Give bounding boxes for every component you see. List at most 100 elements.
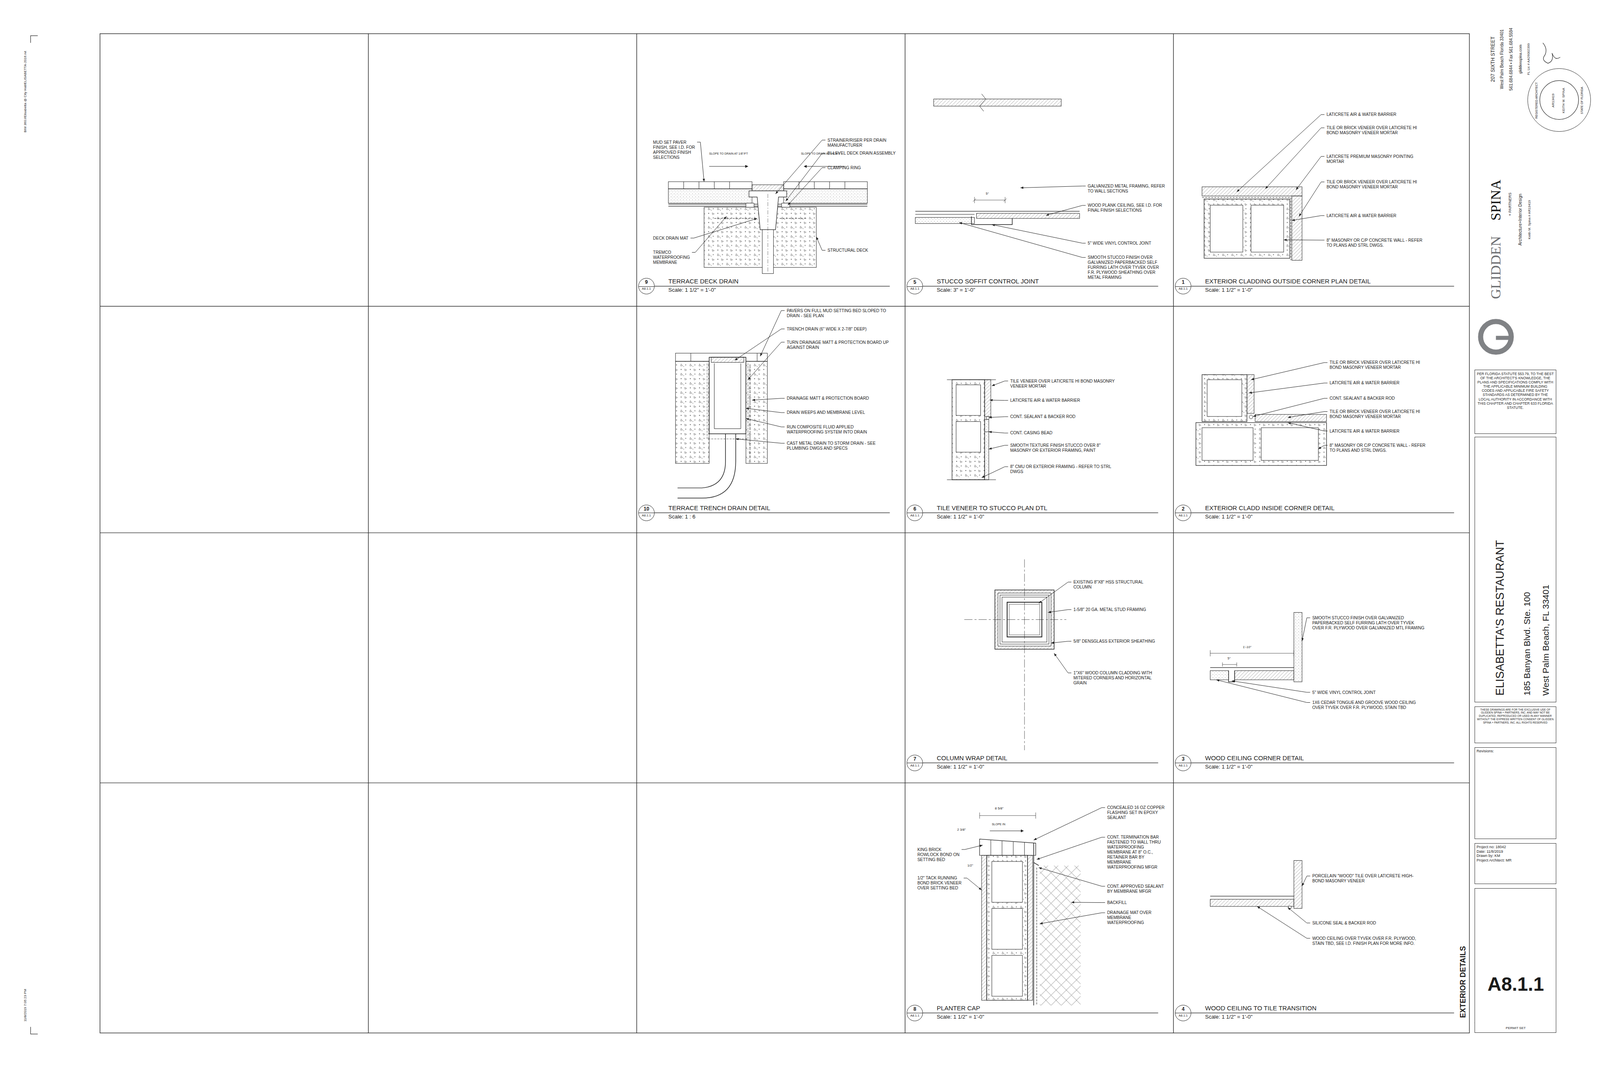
sheet-grid-part — [100, 33, 1470, 1033]
leader-line — [690, 218, 758, 238]
title-underline — [654, 512, 890, 513]
column-wrap-drawing — [964, 559, 1067, 750]
title-block-text: Drawn by: KM — [1476, 853, 1555, 858]
leader-line — [959, 222, 1086, 258]
callout-number: 1 — [1175, 279, 1191, 286]
inside-corner-drawing-part — [1202, 427, 1253, 460]
inside-corner-drawing-part — [1255, 414, 1327, 422]
title-block-box: A8.1.1PERMIT SET — [1474, 887, 1557, 1033]
detail-scale: Scale: 1 1/2" = 1'-0" — [936, 763, 985, 770]
detail-callout-bubble: 2A8.1.1 — [1175, 504, 1192, 521]
leader-line — [961, 845, 983, 850]
tile-stucco-drawing-part — [984, 379, 991, 417]
tile-transition-drawing-part — [1210, 899, 1294, 907]
detail-title: COLUMN WRAP DETAIL — [936, 754, 1008, 762]
leader-line — [1236, 114, 1325, 193]
outside-corner-drawing-part — [1202, 186, 1303, 196]
dimension-text: 1'-10" — [1242, 645, 1264, 650]
leader-line — [1287, 411, 1328, 418]
soffit-joint-drawing-part — [979, 93, 986, 112]
sheet-reference: A8.1.1 — [1175, 286, 1191, 291]
note-text: 8" MASONRY OR C/P CONCRETE WALL - REFER … — [1326, 237, 1424, 248]
note-text: DRAINAGE MATT & PROTECTION BOARD — [786, 395, 889, 401]
leader-line — [1071, 901, 1105, 903]
leader-line — [1040, 912, 1106, 924]
trench-drain-drawing-part — [714, 363, 741, 429]
detail-callout-bubble: 7A8.1.1 — [906, 754, 923, 771]
title-block-text: REGISTERED ARCHITECT — [1535, 82, 1539, 119]
note-text: SMOOTH STUCCO FINISH OVER GALVANIZED PAP… — [1087, 255, 1168, 280]
leader-line — [963, 877, 982, 890]
detail-scale: Scale: 1 1/2" = 1'-0" — [1205, 1013, 1253, 1020]
leader-line — [1249, 382, 1328, 393]
title-block-graphics — [1474, 42, 1579, 1023]
leader-line — [1050, 641, 1072, 643]
title-block-text: BIM 360://Elisabetta @ City Hall/ELISABE… — [23, 51, 28, 133]
dimension-text: SLOPE TO DRAIN AT 1/8"/FT — [709, 152, 753, 156]
tile-stucco-drawing-part — [956, 421, 981, 452]
leader-line — [1045, 205, 1086, 216]
trench-drain-drawing-part — [675, 361, 710, 464]
note-text: LATICRETE AIR & WATER BARRIER — [1329, 428, 1427, 434]
title-block-text: 561.684.6844 • Fax 561.684.5594 — [1508, 27, 1514, 91]
note-text: 1/2" TACK RUNNING BOND BRICK VENEER OVER… — [917, 875, 964, 891]
leader-line — [734, 328, 785, 360]
detail-scale: Scale: 1 1/2" = 1'-0" — [1205, 513, 1253, 520]
callout-number: 8 — [907, 1005, 923, 1013]
title-block-text: gliddenspina.com — [1518, 44, 1523, 74]
note-text: 5" WIDE VINYL CONTROL JOINT — [1312, 690, 1425, 695]
note-text: CONT. SEALANT & BACKER ROD — [1010, 414, 1123, 420]
tile-stucco-drawing-part — [956, 384, 981, 415]
note-text: 1"X6" WOOD COLUMN CLADDING WITH MITERED … — [1073, 670, 1160, 686]
soffit-joint-drawing-part — [971, 216, 1013, 225]
outside-corner-drawing — [1202, 186, 1303, 260]
leader-line — [1257, 906, 1310, 939]
note-text: TILE OR BRICK VENEER OVER LATICRETE HI B… — [1326, 125, 1424, 136]
note-text: DRAIN WEEPS AND MEMBRANE LEVEL — [786, 410, 889, 415]
note-text: TILE OR BRICK VENEER OVER LATICRETE HI B… — [1329, 360, 1427, 370]
planter-cap-drawing-part — [1040, 865, 1081, 1006]
note-text: DECK DRAIN MAT — [652, 235, 699, 241]
leader-line — [785, 153, 826, 202]
leader-line — [745, 408, 785, 413]
note-text: PORCELAIN "WOOD" TILE OVER LATICRETE HIG… — [1312, 873, 1425, 884]
leader-line — [1038, 582, 1072, 604]
callout-number: 5 — [907, 279, 923, 286]
title-block-text: KEITH M. SPINA — [1561, 87, 1566, 114]
sheet-reference: A8.1.1 — [638, 513, 655, 518]
leader-line — [745, 418, 785, 427]
title-block-text: 207 SIXTH STREET — [1490, 36, 1496, 82]
trench-drain-drawing-part — [745, 361, 768, 464]
note-text: 5" WIDE VINYL CONTROL JOINT — [1087, 240, 1168, 246]
architect-seal: STATE OF FLORIDAKEITH M. SPINAAR13419REG… — [1527, 68, 1591, 132]
detail-callout-bubble: 8A8.1.1 — [906, 1004, 923, 1021]
note-text: EXISTING 8"X8" HSS STRUCTURAL COLUMN — [1073, 579, 1160, 590]
leader-line — [1287, 907, 1311, 923]
terrace-deck-drain-drawing — [668, 166, 868, 274]
note-text: CONT. CASING BEAD — [1010, 430, 1123, 436]
detail-scale: Scale: 3" = 1'-0" — [936, 287, 975, 293]
note-text: CONT. TERMINATION BAR FASTENED TO WALL T… — [1107, 834, 1169, 870]
tile-stucco-drawing-part — [986, 416, 990, 420]
inside-corner-drawing — [1195, 374, 1327, 466]
title-block-text: West Palm Beach Florida 33401 — [1499, 29, 1505, 89]
dimension-text: 5" — [1227, 656, 1238, 661]
title-underline — [922, 285, 1158, 287]
bubble-divider — [1175, 762, 1191, 763]
soffit-joint-drawing-part — [933, 99, 1062, 107]
bubble-divider — [638, 286, 655, 287]
leader-line — [747, 342, 785, 380]
detail-title: PLANTER CAP — [936, 1004, 980, 1012]
title-underline — [1191, 762, 1455, 763]
title-block-graphics-part — [1540, 80, 1579, 120]
leader-line — [1252, 398, 1328, 417]
title-block-box: Revisions: — [1474, 747, 1557, 839]
note-text: BI-LEVEL DECK DRAIN ASSEMBLY — [827, 150, 901, 156]
leader-line — [1047, 609, 1072, 613]
outside-corner-drawing-part — [1250, 205, 1284, 253]
note-text: GALVANIZED METAL FRAMING, REFER TO WALL … — [1087, 183, 1168, 194]
leader-line — [787, 167, 826, 205]
title-block-text: A8.1.1 — [1487, 972, 1545, 996]
trench-drain-drawing-part — [707, 363, 748, 439]
note-text: TURN DRAINAGE MATT & PROTECTION BOARD UP… — [786, 340, 889, 350]
